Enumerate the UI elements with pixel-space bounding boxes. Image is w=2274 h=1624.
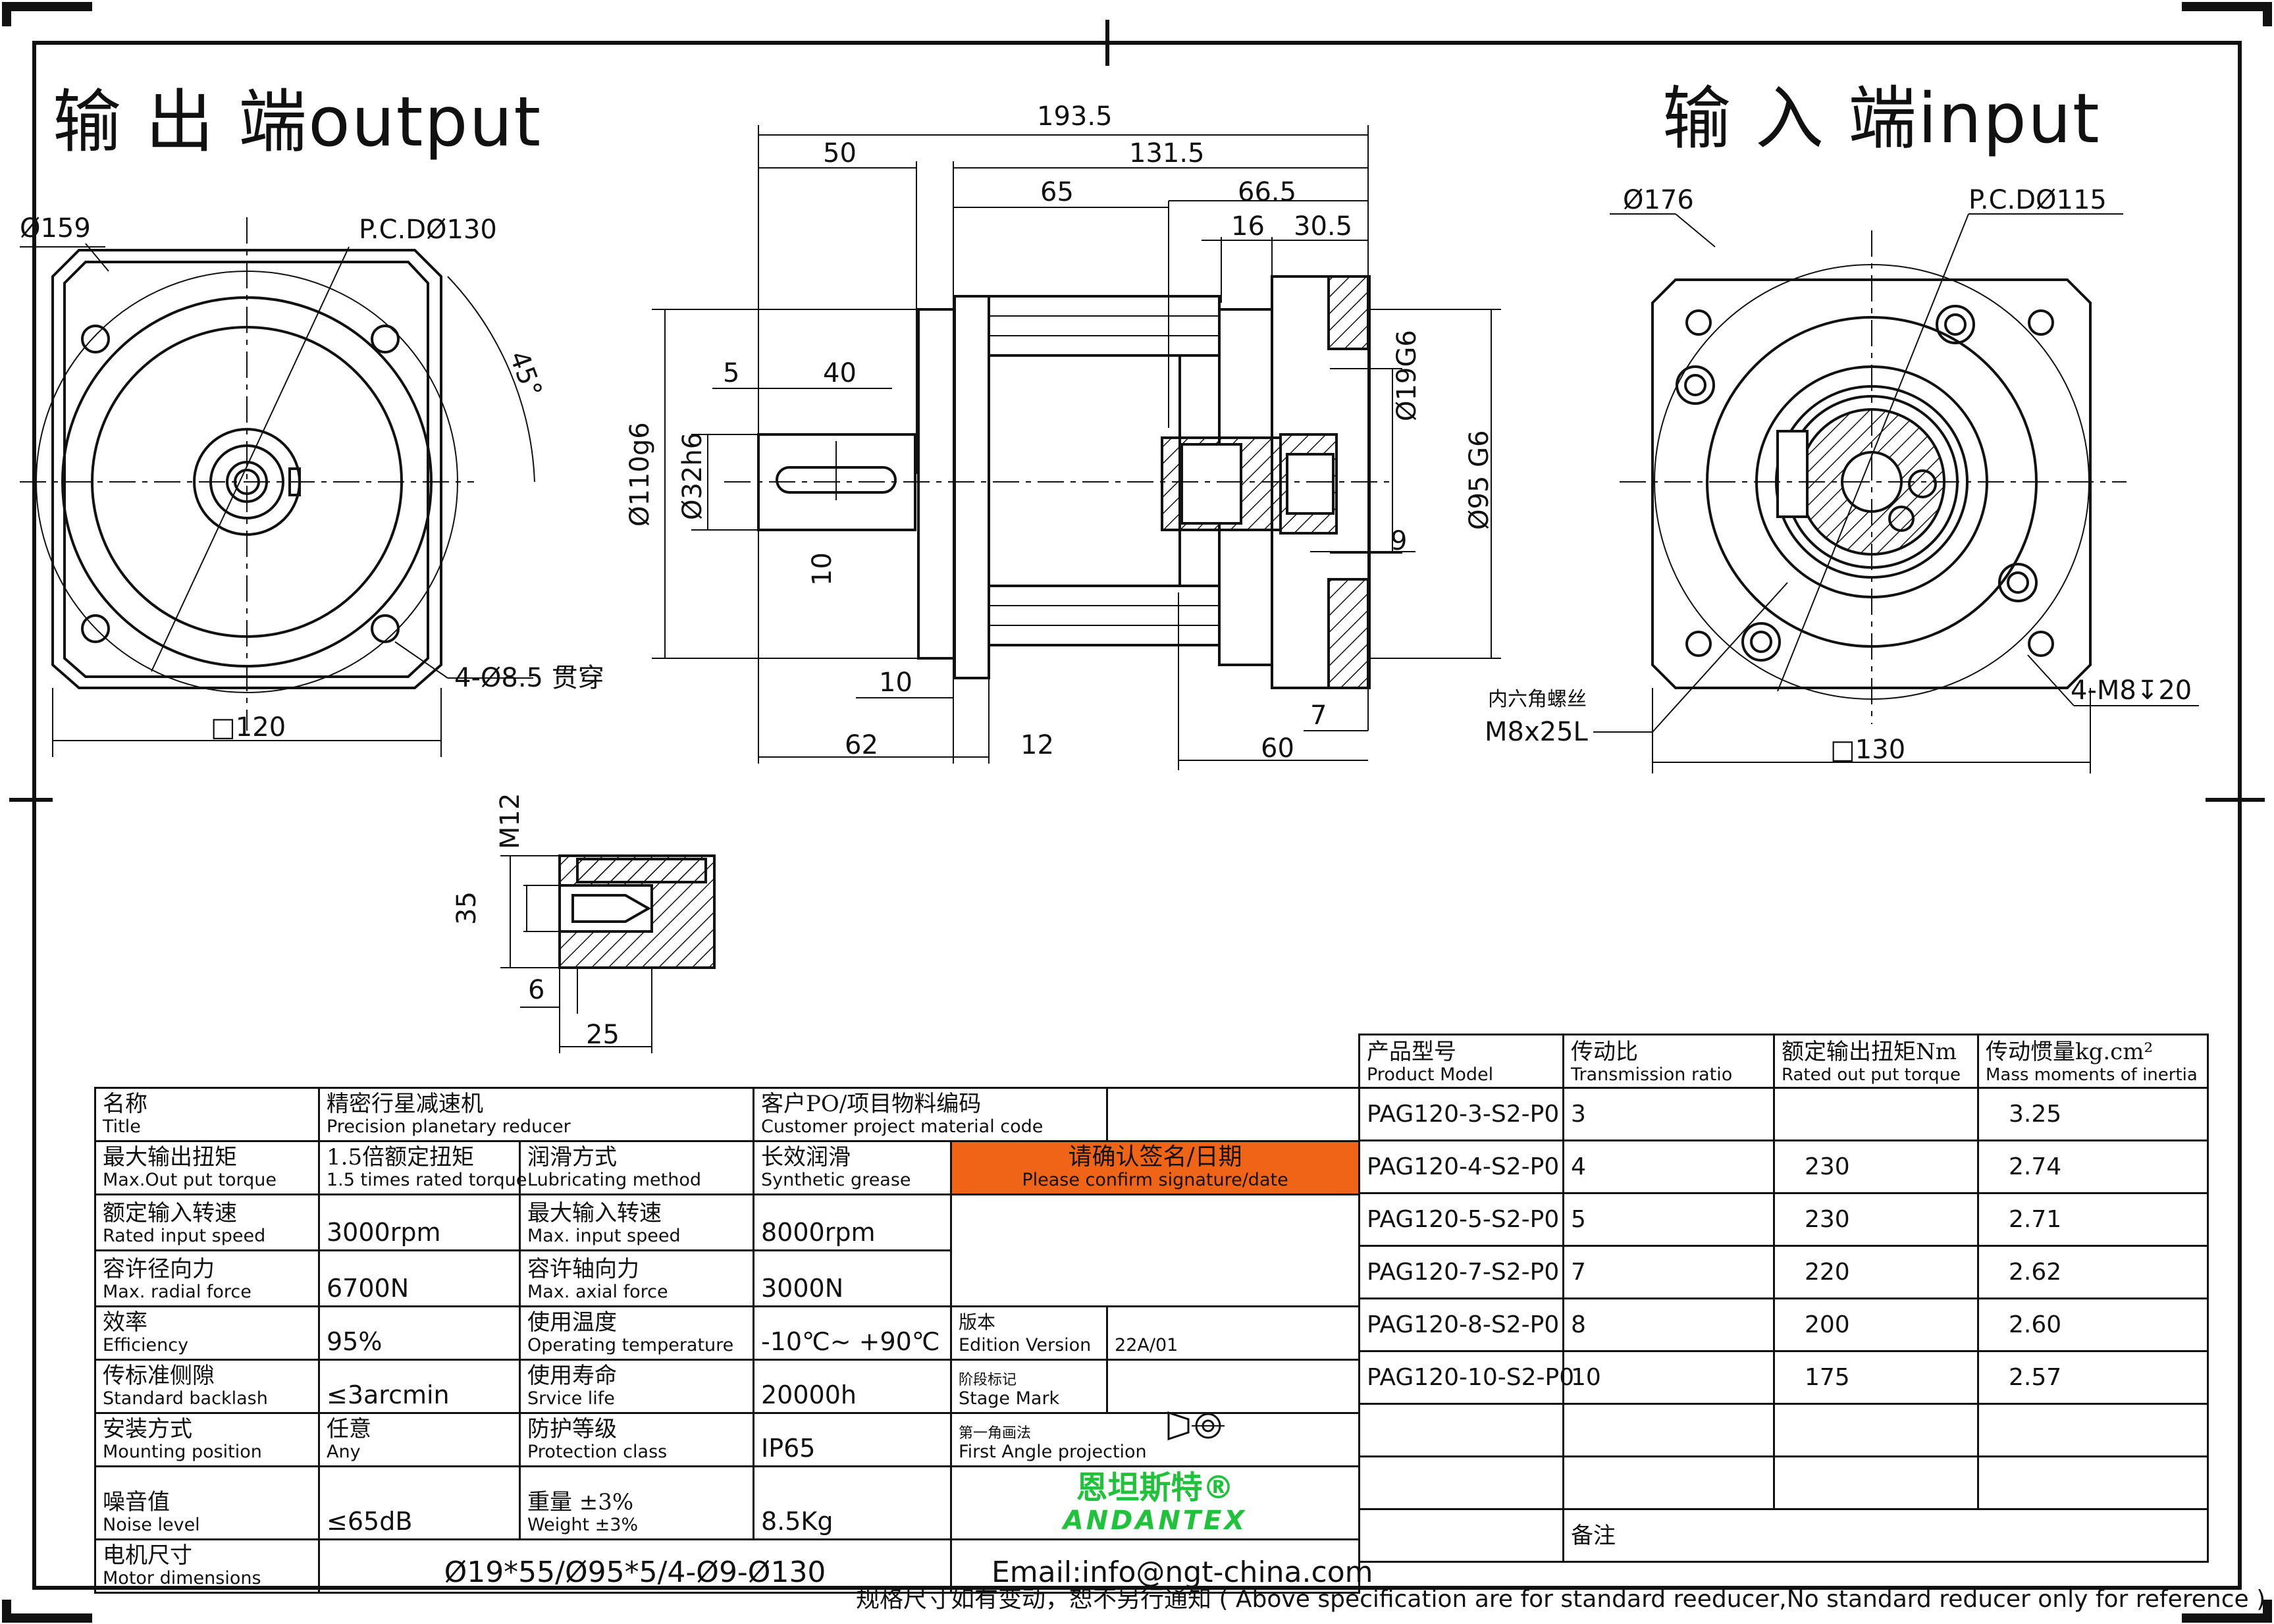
model-cell-inertia: 2.57 bbox=[1977, 1350, 2209, 1405]
model-cell-torque bbox=[1773, 1087, 1979, 1141]
model-cell-torque: 175 bbox=[1773, 1350, 1979, 1405]
model-cell-torque: 220 bbox=[1773, 1245, 1979, 1299]
dim-side-d19: Ø19G6 bbox=[1392, 330, 1422, 421]
model-cell-model: PAG120-8-S2-P0 bbox=[1358, 1297, 1564, 1352]
dim-out-square: □120 bbox=[211, 712, 286, 743]
dim-det-35: 35 bbox=[452, 891, 482, 925]
model-cell-ratio: 3 bbox=[1562, 1087, 1775, 1141]
model-cell-torque: 230 bbox=[1773, 1139, 1979, 1194]
dim-side-total: 193.5 bbox=[1037, 101, 1113, 132]
model-cell-model: PAG120-10-S2-P0 bbox=[1358, 1350, 1574, 1405]
model-cell-torque: 200 bbox=[1773, 1297, 1979, 1352]
model-cell-model: PAG120-7-S2-P0 bbox=[1358, 1245, 1564, 1299]
model-cell-model: PAG120-3-S2-P0 bbox=[1358, 1087, 1564, 1141]
model-cell-inertia: 2.71 bbox=[1977, 1192, 2209, 1247]
dim-out-dia: Ø159 bbox=[20, 213, 91, 244]
model-cell-model: PAG120-5-S2-P0 bbox=[1358, 1192, 1564, 1247]
dim-side-10v: 10 bbox=[807, 552, 837, 586]
dim-side-9: 9 bbox=[1390, 526, 1407, 556]
dim-side-62: 62 bbox=[845, 730, 878, 760]
dim-in-square: □130 bbox=[1830, 735, 1905, 765]
dim-side-131: 131.5 bbox=[1129, 138, 1205, 169]
model-cell-inertia: 2.60 bbox=[1977, 1297, 2209, 1352]
detail-view bbox=[500, 854, 716, 1053]
dim-in-holes: 4-M8↧20 bbox=[2071, 675, 2192, 706]
heading-input: 输 入 端input bbox=[1662, 78, 2101, 159]
model-cell-model: PAG120-4-S2-P0 bbox=[1358, 1139, 1564, 1194]
input-view bbox=[1593, 213, 2199, 773]
dim-side-12: 12 bbox=[1020, 730, 1054, 760]
side-view bbox=[652, 125, 1501, 770]
model-cell-ratio: 4 bbox=[1562, 1139, 1775, 1194]
model-cell-ratio: 7 bbox=[1562, 1245, 1775, 1299]
model-cell-inertia: 3.25 bbox=[1977, 1087, 2209, 1141]
model-cell-inertia: 2.74 bbox=[1977, 1139, 2209, 1194]
dim-side-65: 65 bbox=[1040, 177, 1074, 207]
dim-det-m12: M12 bbox=[495, 793, 525, 849]
brand-logo: 恩坦斯特®ANDANTEX bbox=[949, 1465, 1361, 1540]
model-cell-ratio: 8 bbox=[1562, 1297, 1775, 1352]
footnote: 规格尺寸如有变动，恕不另行通知 ( Above specification ar… bbox=[856, 1586, 2266, 1613]
dim-side-d32: Ø32h6 bbox=[677, 432, 708, 520]
dim-side-5: 5 bbox=[723, 358, 739, 388]
dim-in-screw-zh: 内六角螺丝 bbox=[1488, 688, 1587, 711]
dim-out-angle: 45° bbox=[503, 347, 547, 401]
dim-side-30: 30.5 bbox=[1294, 211, 1352, 242]
remark-cell: 备注 bbox=[1562, 1508, 2209, 1563]
model-cell-ratio: 5 bbox=[1562, 1192, 1775, 1247]
dim-det-6: 6 bbox=[528, 975, 544, 1005]
dim-out-holes: 4-Ø8.5 贯穿 bbox=[454, 663, 604, 693]
dim-side-10: 10 bbox=[879, 668, 912, 698]
dim-side-7: 7 bbox=[1310, 700, 1327, 731]
model-cell-torque: 230 bbox=[1773, 1192, 1979, 1247]
dim-in-dia: Ø176 bbox=[1623, 185, 1694, 215]
dim-side-40: 40 bbox=[823, 358, 857, 388]
dim-in-pcd: P.C.DØ115 bbox=[1969, 185, 2107, 215]
dim-side-d110: Ø110g6 bbox=[625, 422, 655, 527]
heading-output: 输 出 端output bbox=[53, 82, 542, 162]
dim-side-60: 60 bbox=[1261, 733, 1294, 764]
dim-side-16: 16 bbox=[1231, 211, 1265, 242]
dim-in-screw: M8x25L bbox=[1485, 717, 1589, 747]
dim-side-50: 50 bbox=[823, 138, 857, 169]
model-cell-ratio: 10 bbox=[1562, 1350, 1775, 1405]
dim-side-66: 66.5 bbox=[1238, 177, 1296, 207]
output-view bbox=[20, 217, 535, 757]
dim-out-pcd: P.C.DØ130 bbox=[359, 215, 497, 245]
model-cell-inertia: 2.62 bbox=[1977, 1245, 2209, 1299]
dim-det-25: 25 bbox=[586, 1020, 620, 1050]
dim-side-d95: Ø95 G6 bbox=[1464, 430, 1494, 530]
